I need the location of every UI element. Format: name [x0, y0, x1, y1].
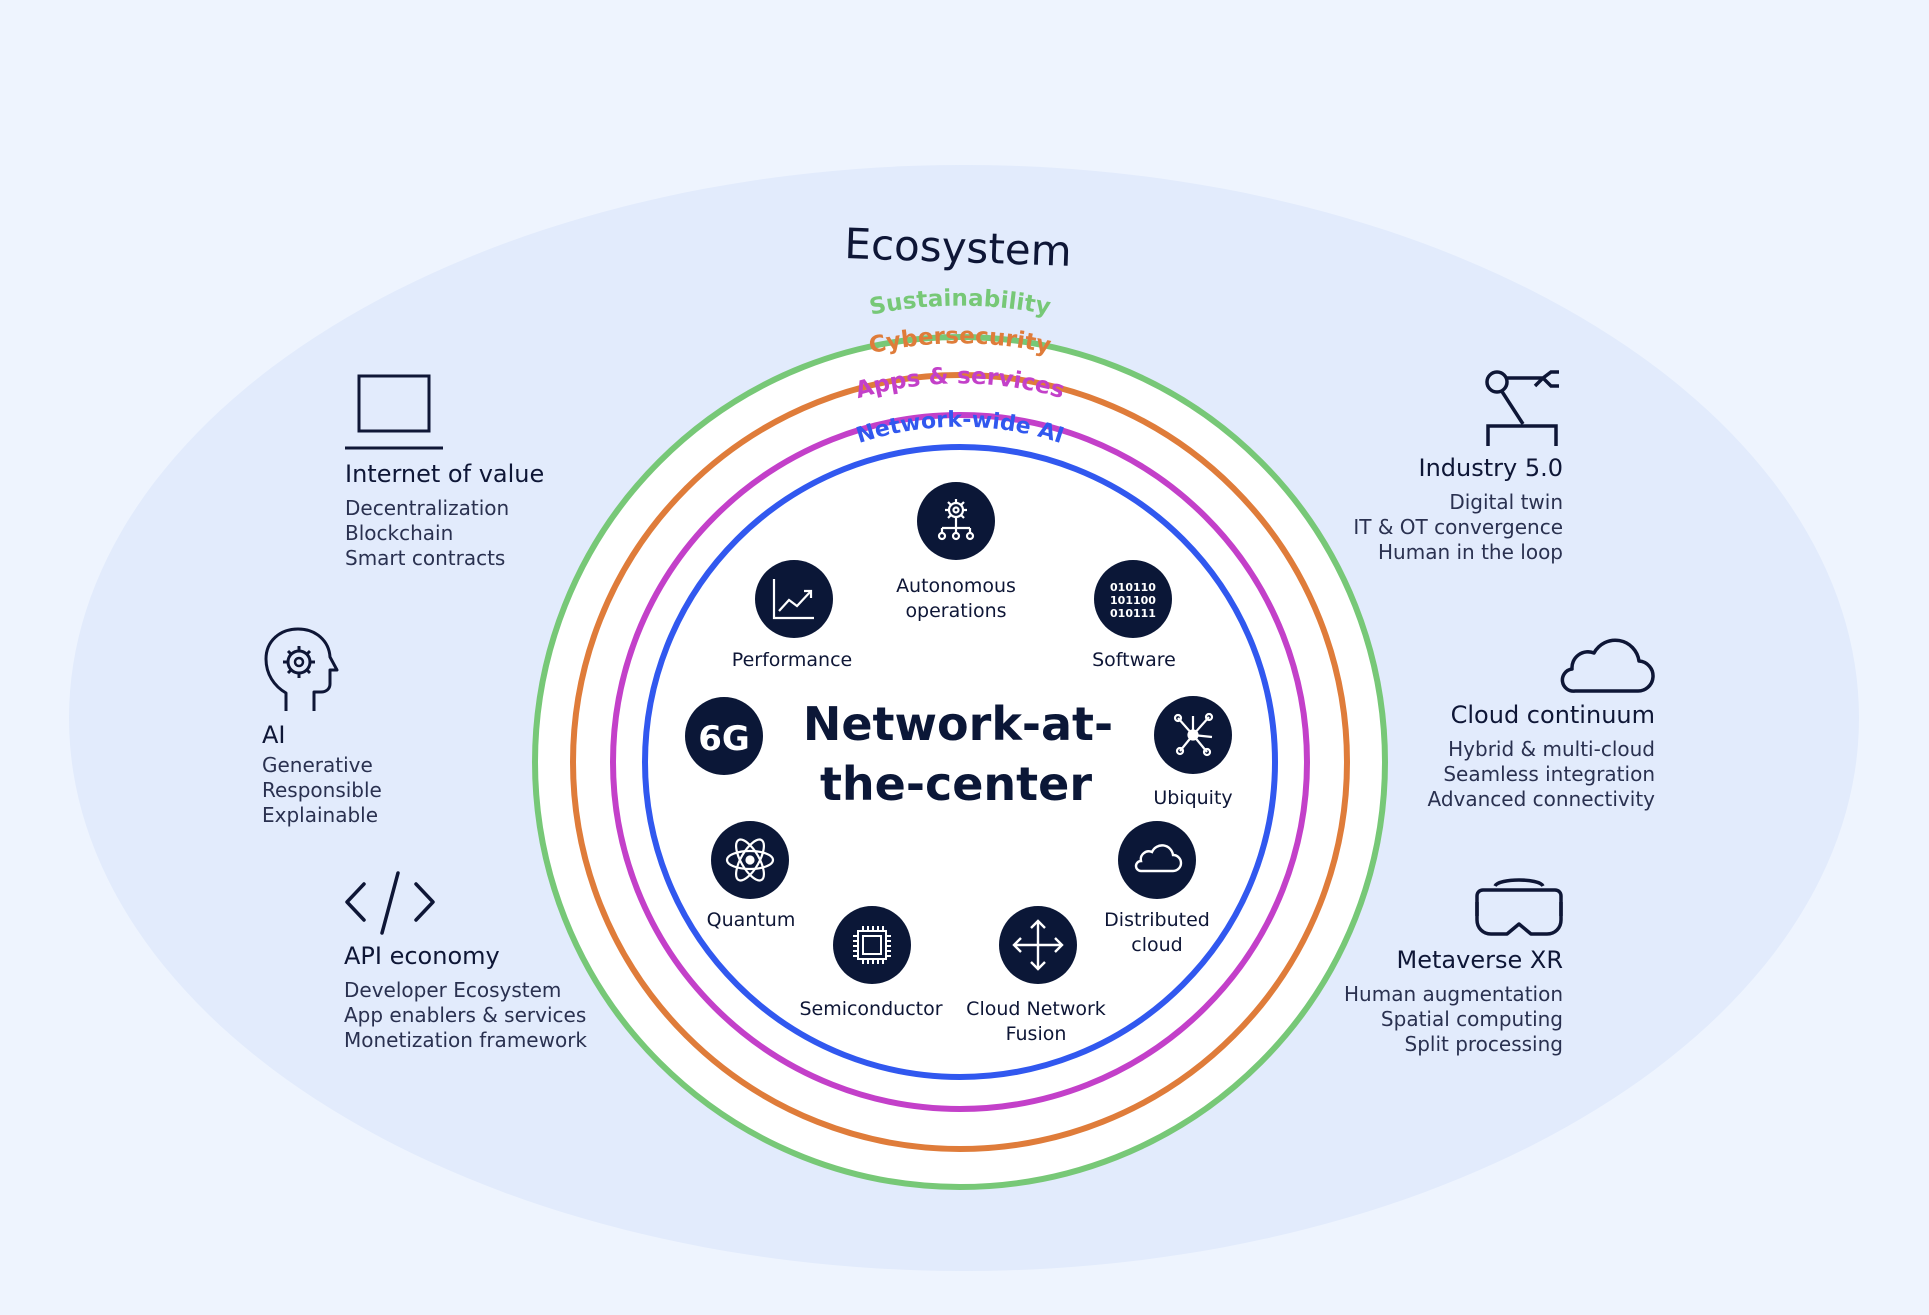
item-sub: Digital twin	[1449, 490, 1563, 514]
core-label-quantum: Quantum	[707, 909, 796, 931]
core-label-cloud-network: Cloud Network	[966, 998, 1106, 1020]
core-item-software: 010110 101100 010111 Software	[1092, 560, 1176, 671]
ai-head-icon	[264, 627, 339, 711]
core-label-cloud: cloud	[1131, 934, 1182, 956]
item-sub: Seamless integration	[1443, 762, 1655, 786]
cloud-icon	[1134, 844, 1183, 873]
ecosystem-label: Ecosystem	[844, 219, 1073, 276]
laptop-icon	[345, 374, 443, 450]
item-sub: Developer Ecosystem	[344, 978, 562, 1002]
binary-code-icon: 010110 101100 010111	[1110, 581, 1156, 620]
ring-network-wide-ai	[642, 444, 1278, 1080]
svg-text:010110: 010110	[1110, 581, 1156, 594]
code-icon	[345, 871, 435, 935]
item-sub: Responsible	[262, 778, 382, 802]
item-sub: Spatial computing	[1380, 1007, 1563, 1031]
core-item-performance: Performance	[732, 560, 852, 671]
item-sub: Generative	[262, 753, 373, 777]
core-label-semiconductor: Semiconductor	[799, 998, 942, 1020]
ring-apps-services	[610, 412, 1310, 1112]
core-item-6g: 6G	[685, 697, 763, 775]
item-sub: Monetization framework	[344, 1028, 587, 1052]
vr-headset-icon	[1475, 878, 1563, 936]
ring-cybersecurity	[570, 372, 1350, 1152]
core-label-software: Software	[1092, 649, 1176, 671]
core-item-distributed-cloud: Distributed cloud	[1104, 821, 1210, 956]
center-title-line2: the-center	[820, 757, 1092, 811]
core-label-distributed: Distributed	[1104, 909, 1210, 931]
cloud-outline-icon	[1560, 638, 1655, 693]
svg-text:101100: 101100	[1110, 594, 1156, 607]
center-title-line1: Network-at-	[803, 697, 1113, 751]
item-sub: Split processing	[1404, 1032, 1564, 1056]
item-sub: Blockchain	[345, 521, 454, 545]
item-metaverse-xr: Metaverse XR Human augmentation Spatial …	[1344, 872, 1563, 1057]
core-label-performance: Performance	[732, 649, 852, 671]
item-cloud-continuum: Cloud continuum Hybrid & multi-cloud Sea…	[1427, 623, 1656, 812]
item-sub: Human augmentation	[1344, 982, 1563, 1006]
item-title: Metaverse XR	[1396, 946, 1563, 974]
item-sub: App enablers & services	[344, 1003, 587, 1027]
svg-text:010111: 010111	[1110, 607, 1156, 620]
item-title: Cloud continuum	[1450, 701, 1655, 729]
core-label-fusion: Fusion	[1006, 1023, 1067, 1045]
item-industry-5: Industry 5.0 Digital twin IT & OT conver…	[1353, 368, 1563, 565]
arrows-cross-icon	[1012, 919, 1064, 971]
core-item-quantum: Quantum	[707, 821, 796, 931]
item-title: Internet of value	[345, 460, 545, 488]
core-label-operations: operations	[905, 600, 1006, 622]
autonomous-operations-icon	[937, 499, 975, 541]
core-item-autonomous-operations: Autonomous operations	[896, 482, 1016, 622]
item-sub: Advanced connectivity	[1427, 787, 1656, 811]
atom-icon	[725, 838, 775, 882]
item-api-economy: API economy Developer Ecosystem App enab…	[344, 870, 587, 1053]
line-chart-icon	[772, 579, 814, 620]
core-label-autonomous: Autonomous	[896, 575, 1016, 597]
core-item-cloud-network-fusion: Cloud Network Fusion	[966, 906, 1106, 1045]
item-sub: Decentralization	[345, 496, 510, 520]
core-item-ubiquity: Ubiquity	[1153, 696, 1233, 809]
item-title: API economy	[344, 942, 500, 970]
robot-arm-icon	[1485, 370, 1559, 446]
core-item-semiconductor: Semiconductor	[799, 906, 943, 1020]
item-title: Industry 5.0	[1418, 454, 1563, 482]
network-hub-icon	[1173, 712, 1214, 757]
core-label-ubiquity: Ubiquity	[1153, 787, 1232, 809]
chip-icon	[853, 926, 891, 964]
item-sub: Explainable	[262, 803, 379, 827]
item-sub: Hybrid & multi-cloud	[1448, 737, 1655, 761]
item-sub: Human in the loop	[1378, 540, 1563, 564]
item-ai: AI Generative Responsible Explainable	[262, 625, 382, 828]
item-internet-of-value: Internet of value Decentralization Block…	[345, 370, 544, 571]
item-sub: Smart contracts	[345, 546, 506, 570]
item-title: AI	[262, 721, 286, 749]
item-sub: IT & OT convergence	[1353, 515, 1563, 539]
ring-sustainability	[532, 334, 1388, 1190]
6g-icon: 6G	[698, 719, 750, 759]
